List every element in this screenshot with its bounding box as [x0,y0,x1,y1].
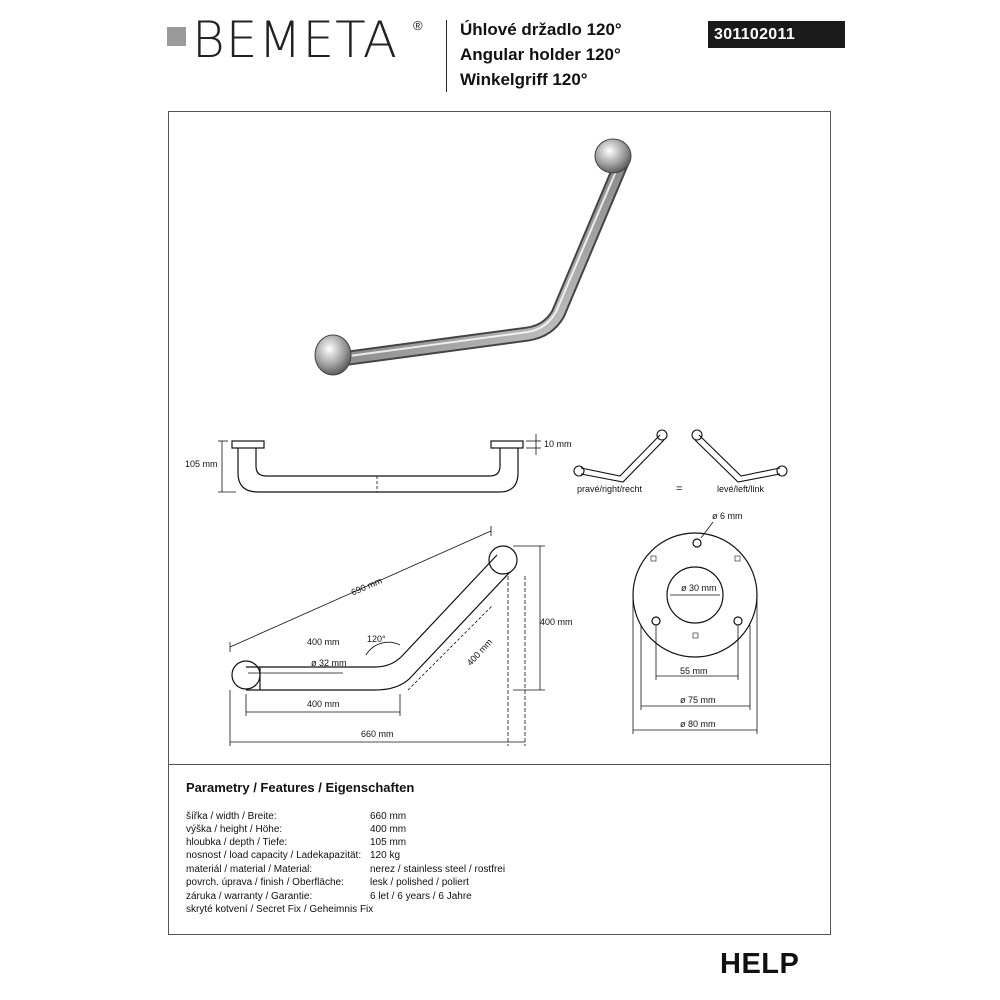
top-view-flange-label: 10 mm [544,439,572,449]
width-label: 660 mm [361,729,394,739]
segment-slant-label: 400 mm [465,637,494,668]
feature-label: výška / height / Höhe: [186,824,283,835]
feature-label: materiál / material / Material: [186,864,313,875]
height-label: 400 mm [540,617,573,627]
product-image [314,138,632,376]
orientation-right-icon [573,429,668,483]
orientation-left-label: levé/left/link [717,484,765,494]
feature-value: 120 kg [370,850,401,861]
feature-label: povrch. úprava / finish / Oberfläche: [186,877,344,888]
orientation-right-label: pravé/right/recht [577,484,643,494]
feature-label: nosnost / load capacity / Ladekapazität: [186,850,362,861]
title-en: Angular holder 120° [460,45,621,64]
segment-bottom-label: 400 mm [307,699,340,709]
feature-label: hloubka / depth / Tiefe: [186,837,288,848]
frame-divider [168,764,831,765]
registered-mark: ® [413,18,423,33]
middle-diameter-label: ø 75 mm [680,695,716,705]
title-cz: Úhlové držadlo 120° [460,20,622,39]
feature-value: lesk / polished / poliert [370,877,469,888]
brand-logo: BEMETA [192,11,398,69]
feature-label: šířka / width / Breite: [186,811,277,822]
top-view-height-label: 105 mm [185,459,218,469]
rosette-view [632,521,758,734]
segment-top-label: 400 mm [307,637,340,647]
logo-square [167,27,186,46]
angle-label: 120° [367,634,386,644]
product-code: 301102011 [708,21,845,48]
tube-diameter-label: ø 32 mm [311,658,347,668]
feature-value: nerez / stainless steel / rostfrei [370,864,506,875]
feature-label: skryté kotvení / Secret Fix / Geheimnis … [186,904,374,915]
product-titles: Úhlové držadlo 120° Angular holder 120° … [460,17,622,92]
feature-value: 660 mm [370,811,407,822]
title-de: Winkelgriff 120° [460,70,588,89]
top-view [218,434,541,493]
header-divider [446,20,447,92]
feature-value: 105 mm [370,837,407,848]
front-view [229,526,545,746]
diagonal-label: 690 mm [350,576,384,598]
feature-label: záruka / warranty / Garantie: [186,891,313,902]
features-title: Parametry / Features / Eigenschaften [186,780,415,795]
drawing-frame [168,111,831,935]
feature-value: 400 mm [370,824,407,835]
hole-spacing-label: 55 mm [680,666,708,676]
inner-diameter-label: ø 30 mm [681,583,717,593]
outer-diameter-label: ø 80 mm [680,719,716,729]
feature-value: 6 let / 6 years / 6 Jahre [370,891,472,902]
screw-hole-label: ø 6 mm [712,511,743,521]
orientation-equals: = [676,483,682,495]
orientation-left-icon [691,429,788,483]
series-name: HELP [720,948,800,980]
